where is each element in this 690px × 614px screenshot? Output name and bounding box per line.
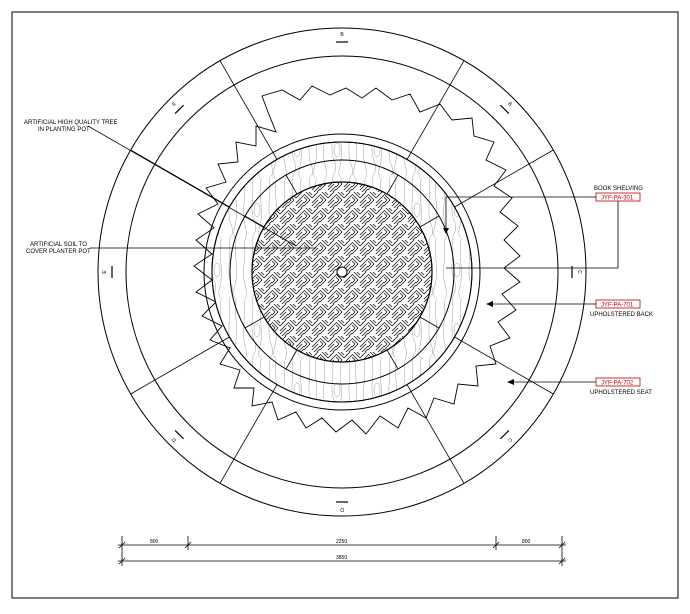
section-tick: [174, 429, 185, 440]
seat-division-line: [419, 316, 440, 329]
callout-back-tag: JYF-PA-701: [601, 303, 634, 309]
outer-inner-circle: [125, 55, 559, 489]
outer-division-line: [406, 384, 465, 484]
tree-trunk: [336, 266, 348, 278]
callout-soil-line1: ARTIFICIAL SOIL TO: [30, 242, 87, 248]
callout-seat-tag: JYF-PA-702: [601, 381, 634, 387]
outer-division-line: [219, 384, 278, 484]
callout-shelving-label: BOOK SHELVING: [594, 186, 643, 192]
section-mark-label: B: [340, 32, 344, 38]
outer-rim-circle: [97, 27, 587, 517]
shelving-arrowhead: [443, 228, 449, 234]
outer-division-line: [130, 149, 230, 208]
section-mark-label: C: [576, 270, 582, 274]
outer-division-line: [406, 60, 465, 160]
seat-arrowhead: [507, 379, 514, 385]
outer-division-line: [454, 149, 554, 208]
seat-division-line: [386, 174, 399, 195]
section-mark-label: D: [171, 436, 178, 443]
segment-division-lines: [130, 60, 554, 484]
section-tick: [499, 429, 510, 440]
seat-division-line: [244, 215, 265, 228]
dimension-overall: 3850: [336, 555, 347, 561]
callout-leader-tree: [87, 125, 297, 247]
dimension-line-segments: [118, 536, 566, 566]
outer-division-line: [454, 336, 554, 395]
section-mark-label: E: [171, 101, 178, 108]
drawing-border: [11, 11, 679, 599]
section-cut-marks: B B C C D D E E: [102, 32, 582, 512]
dimension-right: 800: [522, 539, 531, 545]
section-mark-label: E: [102, 270, 108, 274]
section-mark-label: D: [340, 506, 344, 512]
seat-ring-inner: [229, 159, 455, 385]
dimension-middle: 2250: [336, 539, 347, 545]
section-mark-label: B: [506, 101, 513, 108]
callout-soil-line2: COVER PLANTER POT: [26, 249, 91, 255]
outer-division-line: [219, 60, 278, 160]
back-ring-outer: [203, 133, 481, 411]
callout-back-label: UPHOLSTERED BACK: [590, 312, 653, 318]
outer-division-line: [130, 336, 230, 395]
seat-division-line: [285, 174, 298, 195]
callout-tree-line2: IN PLANTING POT: [38, 127, 90, 133]
section-mark-label: C: [506, 436, 513, 443]
callout-leader-shelving: [445, 196, 596, 228]
callout-seat-label: UPHOLSTERED SEAT: [590, 390, 652, 396]
section-tick: [174, 104, 185, 115]
callout-tree-line1: ARTIFICIAL HIGH QUALITY TREE: [24, 120, 117, 126]
seat-division-line: [386, 349, 399, 370]
callout-shelving-tag: JYF-PA-301: [601, 196, 634, 202]
seat-division-line: [244, 316, 265, 329]
back-ring-inner: [211, 141, 473, 403]
callout-leader-shelving-2: [446, 201, 619, 269]
back-arrowhead: [486, 301, 493, 307]
section-tick: [499, 104, 510, 115]
seat-division-line: [419, 215, 440, 228]
dimension-left: 800: [150, 539, 159, 545]
seat-division-line: [285, 349, 298, 370]
